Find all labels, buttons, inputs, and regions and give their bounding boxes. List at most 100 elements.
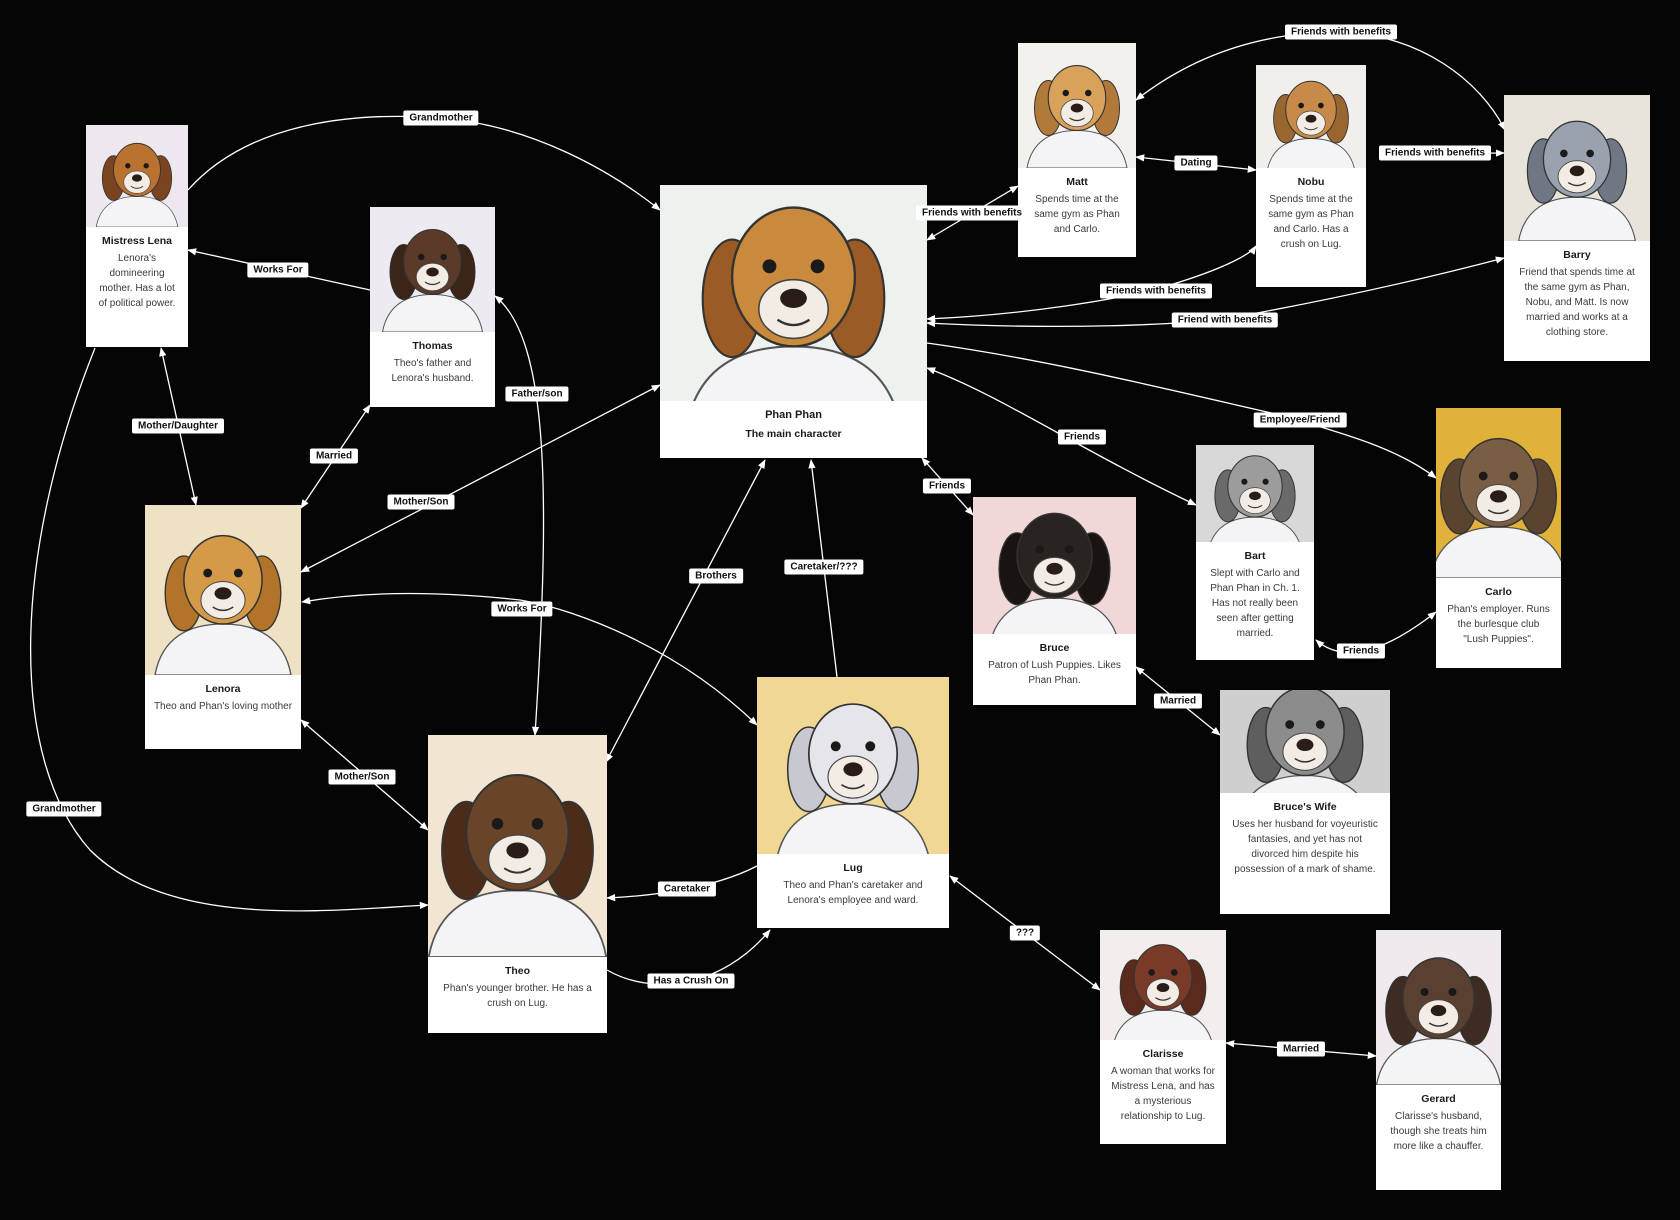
card-desc: Spends time at the same gym as Phan and … xyxy=(1034,194,1120,235)
dog-portrait-icon xyxy=(428,735,607,957)
edge-label-mother-daughter: Mother/Daughter xyxy=(132,418,224,434)
portrait-clarisse xyxy=(1100,930,1226,1040)
dog-portrait-icon xyxy=(757,677,949,854)
edge-label-friends-with-benefits: Friends with benefits xyxy=(1378,145,1492,161)
card-name: Lug xyxy=(843,862,863,874)
dog-portrait-icon xyxy=(1220,690,1390,793)
edge-label-friends: Friends xyxy=(1336,643,1386,659)
portrait-theo xyxy=(428,735,607,957)
portrait-lenora xyxy=(145,505,301,675)
card-name: Theo xyxy=(504,965,531,977)
edge-label-employee-friend: Employee/Friend xyxy=(1253,412,1347,428)
edge-label-grandmother: Grandmother xyxy=(403,110,479,126)
edge-label-father-son: Father/son xyxy=(505,386,569,402)
card-desc: Phan's employer. Runs the burlesque club… xyxy=(1447,604,1550,645)
portrait-thomas xyxy=(370,207,495,332)
card-name: Lenora xyxy=(205,683,241,695)
edge-label-married: Married xyxy=(1153,693,1203,709)
edge-label-works-for: Works For xyxy=(247,262,309,278)
edge-label-dating: Dating xyxy=(1174,155,1218,171)
portrait-mistress-lena xyxy=(86,125,188,227)
card-desc: Spends time at the same gym as Phan and … xyxy=(1268,194,1354,250)
edge-label-brothers: Brothers xyxy=(689,568,743,584)
edge-label-caretaker: Caretaker xyxy=(657,881,717,897)
portrait-bruce xyxy=(973,497,1136,634)
edge-label-friends: Friends xyxy=(1057,429,1107,445)
edge-label-unknown: ??? xyxy=(1009,925,1041,941)
card-desc: Theo and Phan's caretaker and Lenora's e… xyxy=(783,880,923,906)
card-name: Mistress Lena xyxy=(101,235,173,247)
card-name: Thomas xyxy=(412,340,453,352)
card-name: Bart xyxy=(1244,550,1266,562)
edge-label-married: Married xyxy=(1276,1041,1326,1057)
card-name: Carlo xyxy=(1485,586,1512,598)
portrait-barry xyxy=(1504,95,1650,241)
dog-portrait-icon xyxy=(145,505,301,675)
edge-label-friend-with-benefits: Friend with benefits xyxy=(1171,312,1279,328)
card-desc: The main character xyxy=(745,428,842,440)
card-name: Gerard xyxy=(1421,1093,1456,1105)
portrait-bruces-wife xyxy=(1220,690,1390,793)
edge-label-married: Married xyxy=(309,448,359,464)
card-desc: Phan's younger brother. He has a crush o… xyxy=(443,983,592,1009)
edge-label-friends-with-benefits: Friends with benefits xyxy=(915,205,1029,221)
edge-label-has-crush-on: Has a Crush On xyxy=(647,973,735,989)
dog-portrait-icon xyxy=(370,207,495,332)
edge-grandmother-1 xyxy=(187,115,661,211)
edge-label-caretaker-unknown: Caretaker/??? xyxy=(784,559,864,575)
edge-label-friends-with-benefits: Friends with benefits xyxy=(1099,283,1213,299)
edge-label-mother-son: Mother/Son xyxy=(328,769,396,785)
portrait-carlo xyxy=(1436,408,1561,578)
card-name: Bruce xyxy=(1039,642,1070,654)
edge-label-friends: Friends xyxy=(922,478,972,494)
card-name: Barry xyxy=(1563,249,1591,261)
edge-brothers xyxy=(605,459,766,763)
dog-portrait-icon xyxy=(660,185,927,401)
dog-portrait-icon xyxy=(1504,95,1650,241)
edge-label-friends-with-benefits: Friends with benefits xyxy=(1284,24,1398,40)
edge-label-mother-son: Mother/Son xyxy=(387,494,455,510)
edge-grandmother-2 xyxy=(29,347,429,912)
edge-employee-friend xyxy=(926,342,1437,479)
card-desc: Theo and Phan's loving mother xyxy=(153,701,293,712)
card-desc: Patron of Lush Puppies. Likes Phan Phan. xyxy=(988,660,1121,686)
card-desc: Friend that spends time at the same gym … xyxy=(1519,267,1635,338)
card-name: Matt xyxy=(1066,176,1088,188)
card-name: Clarisse xyxy=(1142,1048,1184,1060)
edge-label-works-for: Works For xyxy=(491,601,553,617)
portrait-nobu xyxy=(1256,65,1366,168)
portrait-gerard xyxy=(1376,930,1501,1085)
dog-portrait-icon xyxy=(1100,930,1226,1040)
dog-portrait-icon xyxy=(973,497,1136,634)
edge-friends-1 xyxy=(926,367,1197,506)
card-desc: Theo's father and Lenora's husband. xyxy=(391,358,474,384)
card-desc: Clarisse's husband, though she treats hi… xyxy=(1390,1111,1487,1152)
portrait-phan-phan xyxy=(660,185,927,401)
card-name: Bruce's Wife xyxy=(1273,801,1337,813)
dog-portrait-icon xyxy=(1256,65,1366,168)
dog-portrait-icon xyxy=(1376,930,1501,1085)
card-desc: Slept with Carlo and Phan Phan in Ch. 1.… xyxy=(1210,568,1300,639)
portrait-bart xyxy=(1196,445,1314,542)
dog-portrait-icon xyxy=(86,125,188,227)
card-name: Phan Phan xyxy=(765,409,822,421)
edge-label-grandmother: Grandmother xyxy=(26,801,102,817)
dog-portrait-icon xyxy=(1018,43,1136,168)
dog-portrait-icon xyxy=(1196,445,1314,542)
portrait-lug xyxy=(757,677,949,854)
